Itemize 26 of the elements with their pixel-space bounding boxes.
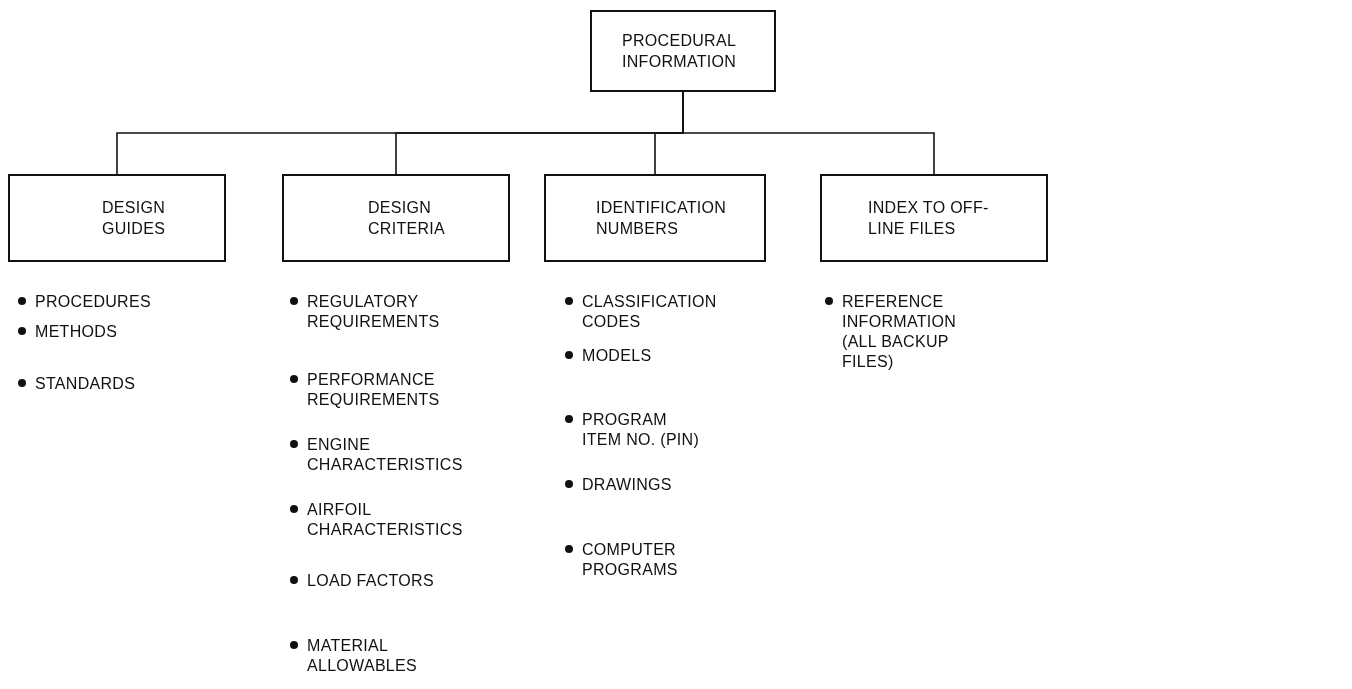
- list-item-text: MODELS: [582, 346, 653, 366]
- category-box: [820, 174, 1048, 262]
- box-title: DESIGN CRITERIA: [368, 198, 447, 239]
- box-title: IDENTIFICATION NUMBERS: [596, 198, 728, 239]
- list-item-text: DRAWINGS: [582, 475, 673, 495]
- list-item-text: PERFORMANCE REQUIREMENTS: [307, 370, 441, 410]
- list-item-text: METHODS: [35, 322, 119, 342]
- connector-line: [682, 91, 935, 175]
- list-item-text: LOAD FACTORS: [307, 571, 435, 591]
- category-box: [544, 174, 766, 262]
- list-item-text: PROCEDURES: [35, 292, 152, 312]
- list-item-text: AIRFOIL CHARACTERISTICS: [307, 500, 464, 540]
- list-item-text: PROGRAM ITEM NO. (PIN): [582, 410, 701, 450]
- list-item-text: ENGINE CHARACTERISTICS: [307, 435, 464, 475]
- list-item-text: REFERENCE INFORMATION (ALL BACKUP FILES): [842, 292, 958, 372]
- category-box: [282, 174, 510, 262]
- box-title: DESIGN GUIDES: [102, 198, 167, 239]
- list-item-text: REGULATORY REQUIREMENTS: [307, 292, 441, 332]
- list-item-text: CLASSIFICATION CODES: [582, 292, 718, 332]
- list-item-text: MATERIAL ALLOWABLES: [307, 636, 418, 676]
- list-item-text: COMPUTER PROGRAMS: [582, 540, 679, 580]
- category-box: [590, 10, 776, 92]
- category-box: [8, 174, 226, 262]
- box-title: PROCEDURAL INFORMATION: [622, 31, 738, 72]
- list-item-text: STANDARDS: [35, 374, 137, 394]
- box-title: INDEX TO OFF-LINE FILES: [868, 198, 990, 239]
